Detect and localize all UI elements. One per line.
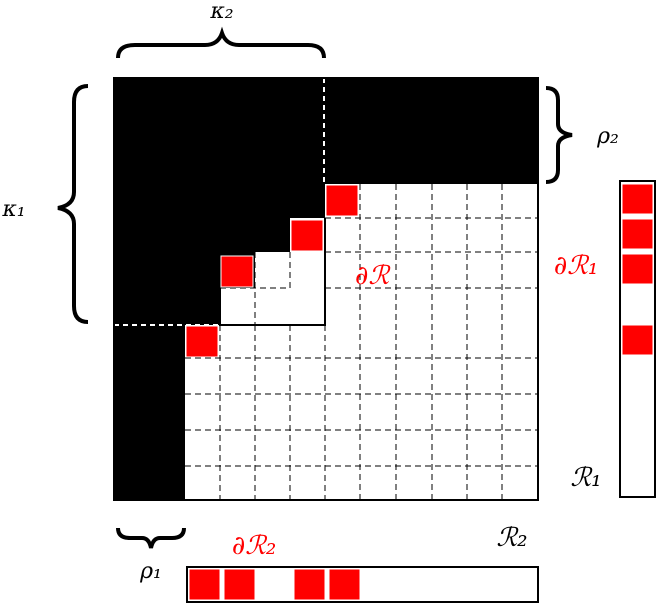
R2-cell — [223, 568, 256, 601]
boundary-outline — [219, 218, 326, 326]
boundary-R1-label: ∂ℛ₁ — [554, 251, 599, 281]
kappa2-brace — [116, 26, 326, 59]
rho2-label: ρ₂ — [596, 124, 619, 149]
R1-cell — [621, 253, 654, 285]
R2-cell — [293, 568, 326, 601]
R2-cell — [328, 568, 361, 601]
boundary-cell — [290, 219, 324, 252]
R2-label: ℛ₂ — [496, 523, 527, 553]
boundary-R2-label: ∂ℛ₂ — [232, 531, 277, 561]
R1-cell — [621, 183, 654, 215]
matrix-frame — [113, 77, 539, 501]
rho1-brace — [116, 527, 186, 549]
R1-red-cells — [621, 183, 654, 356]
staircase-grid — [220, 184, 538, 325]
R1-label: ℛ₁ — [570, 463, 601, 493]
rho1-label: ρ₁ — [139, 559, 162, 584]
R1-cell — [621, 324, 654, 356]
kappa1-brace — [57, 84, 89, 324]
boundary-cell — [185, 325, 219, 358]
boundary-cell — [325, 184, 359, 217]
R2-red-cells — [188, 568, 361, 601]
kappa2-label: κ₂ — [209, 0, 233, 24]
R1-cell — [621, 218, 654, 250]
boundary-R-label: ∂ℛ — [355, 261, 391, 291]
boundary-cell — [220, 255, 254, 288]
kappa1-label: κ₁ — [1, 197, 25, 222]
black-region — [114, 78, 538, 500]
boundary-cells — [185, 184, 359, 358]
rho2-brace — [545, 86, 573, 184]
R2-cell — [188, 568, 221, 601]
